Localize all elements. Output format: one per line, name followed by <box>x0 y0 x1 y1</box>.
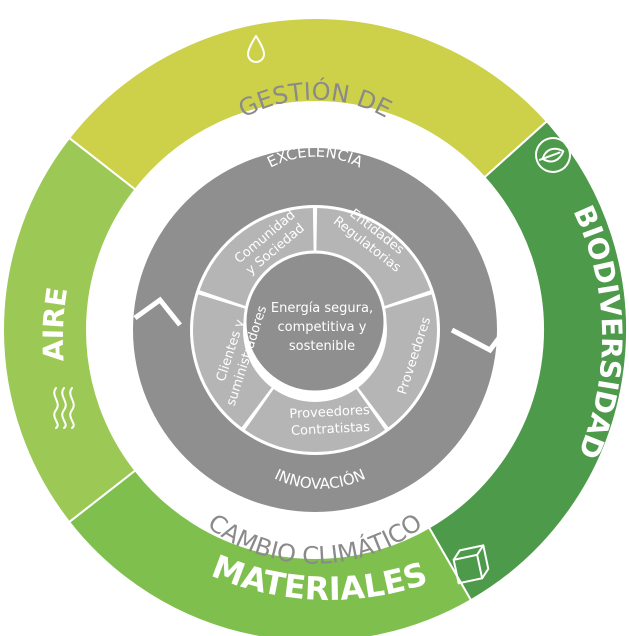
right-separator <box>450 327 507 354</box>
contratistas-label: Proveedores Contratistas <box>289 403 371 439</box>
sector-clientes <box>192 294 272 428</box>
sector-entidades <box>316 208 431 307</box>
box-icon <box>452 544 490 585</box>
center-line-1: Energía segura, <box>271 301 373 316</box>
aire-label: AIRE <box>37 285 74 362</box>
wind-waves-icon <box>53 387 75 429</box>
sector-proveedores <box>358 294 437 428</box>
leaf-icon <box>535 137 571 173</box>
droplet-icon <box>247 35 265 63</box>
sector-contratistas <box>245 388 385 452</box>
left-separator <box>133 296 182 327</box>
center-circle <box>243 250 387 394</box>
svg-text:Contratistas: Contratistas <box>291 420 371 439</box>
sector-comunidad <box>199 208 314 307</box>
stakeholder-ring <box>192 208 437 452</box>
center-line-3: sostenible <box>289 339 355 354</box>
svg-text:Proveedores: Proveedores <box>289 403 370 422</box>
outer-ring <box>2 17 628 636</box>
agua-label: AGUA <box>297 0 398 19</box>
center-line-2: competitiva y <box>278 320 367 335</box>
